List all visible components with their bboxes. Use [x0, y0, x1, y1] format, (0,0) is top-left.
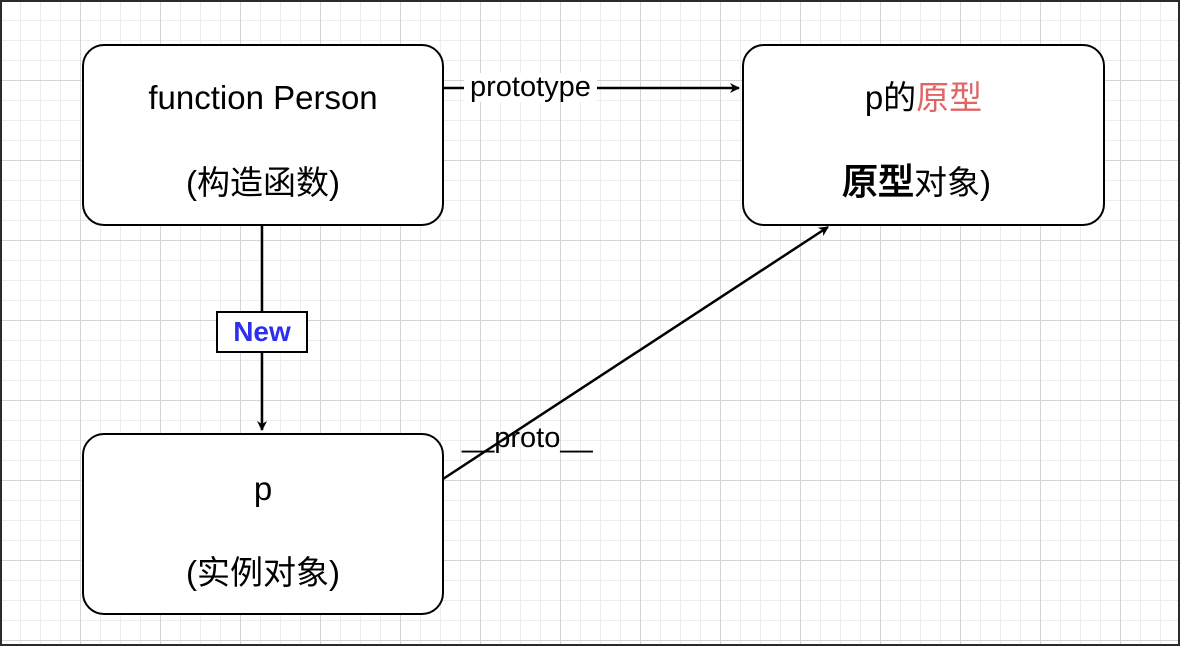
prototype-caption-rest: 对象) [914, 164, 991, 201]
prototype-edge-label: prototype [464, 73, 597, 102]
constructor-caption: (构造函数) [186, 164, 340, 201]
prototype-caption: 原型对象) [730, 164, 1103, 200]
prototype-caption-bold: 原型 [841, 161, 914, 202]
new-edge-label: New [216, 311, 308, 353]
instance-node[interactable]: p (实例对象) [82, 433, 444, 615]
proto-edge[interactable] [442, 225, 829, 481]
instance-name: p [253, 470, 273, 507]
prototype-title: p的原型 [744, 81, 1103, 114]
constructor-name: function Person [148, 79, 378, 116]
constructor-node[interactable]: function Person (构造函数) [82, 44, 444, 226]
instance-caption: (实例对象) [186, 554, 340, 591]
proto-edge-label: __proto__ [462, 422, 593, 454]
prototype-node[interactable]: p的原型 原型对象) [742, 44, 1105, 226]
prototype-title-accent: 原型 [916, 79, 983, 116]
prototype-title-prefix: p的 [864, 79, 917, 116]
